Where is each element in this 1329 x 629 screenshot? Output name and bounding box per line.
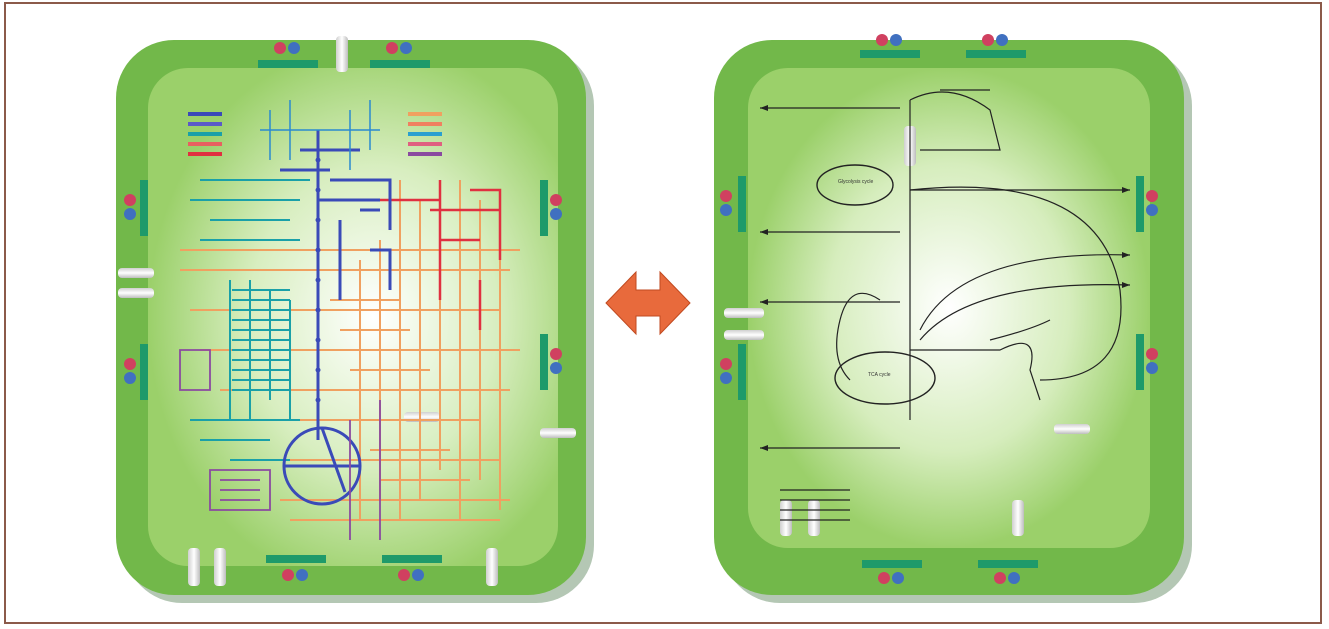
membrane-channel-icon [336,36,348,72]
right-cytoplasm [748,68,1150,548]
right-cell: Glycolysis cycle TCA cycle [714,34,1192,603]
tca-cycle-label: TCA cycle [868,372,891,378]
membrane-channel-icon [724,330,764,340]
membrane-channel-icon [540,428,576,438]
membrane-channel-icon [780,500,792,536]
membrane-channel-icon [724,308,764,318]
membrane-channel-icon [1012,500,1024,536]
membrane-channel-icon [214,548,226,586]
membrane-channel-icon [1054,424,1090,434]
double-arrow-icon [606,272,690,334]
membrane-channel-icon [188,548,200,586]
glycolysis-cycle-label: Glycolysis cycle [838,179,874,185]
membrane-channel-icon [118,288,154,298]
membrane-channel-icon [808,500,820,536]
left-cell [116,36,594,603]
membrane-channel-icon [118,268,154,278]
membrane-channel-icon [486,548,498,586]
